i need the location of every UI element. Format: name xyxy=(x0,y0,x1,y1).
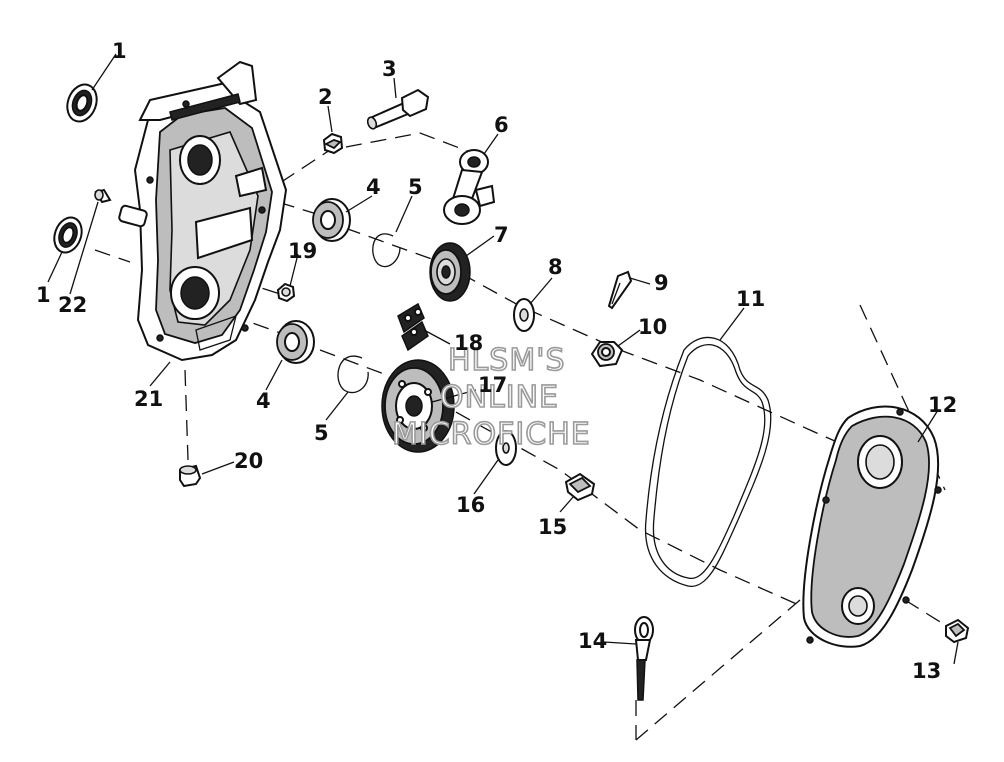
watermark-line-2: ONLINE xyxy=(440,380,559,415)
callout-4-lower: 4 xyxy=(256,389,271,413)
drive-chain-18 xyxy=(397,302,429,352)
callout-2: 2 xyxy=(318,85,333,109)
bearing-upper xyxy=(312,198,351,242)
plug-20 xyxy=(179,464,202,488)
callout-1-upper: 1 xyxy=(112,39,127,63)
callout-5-lower: 5 xyxy=(314,421,329,445)
dipstick-14 xyxy=(634,616,654,701)
watermark-line-1: HLSM'S xyxy=(448,343,566,378)
callout-1-lower: 1 xyxy=(36,283,51,307)
dowel-pin xyxy=(94,188,112,204)
gearcase-housing xyxy=(118,60,288,362)
callout-7: 7 xyxy=(494,223,509,247)
callout-6: 6 xyxy=(494,113,509,137)
oil-seal-lower xyxy=(53,216,83,254)
washer-16 xyxy=(495,430,517,466)
large-gear-17 xyxy=(381,359,455,453)
callout-10: 10 xyxy=(638,315,667,339)
callout-numbers: 1 1 2 3 4 4 5 5 6 7 8 9 10 11 12 13 14 1… xyxy=(36,39,957,683)
chain-case-cover-12 xyxy=(802,405,942,648)
callout-20: 20 xyxy=(234,449,263,473)
hex-nut-2 xyxy=(322,132,344,155)
drive-sprocket-7 xyxy=(429,242,471,302)
bolt-3 xyxy=(366,88,430,130)
callout-17: 17 xyxy=(478,373,507,397)
gasket-11 xyxy=(644,336,772,587)
callout-15: 15 xyxy=(538,515,567,539)
callout-16: 16 xyxy=(456,493,485,517)
callout-9: 9 xyxy=(654,271,669,295)
bolt-15 xyxy=(564,472,596,502)
oil-seal-upper xyxy=(66,83,98,123)
callout-4-upper: 4 xyxy=(366,175,381,199)
callout-14: 14 xyxy=(578,629,607,653)
link-arm-6 xyxy=(443,149,496,225)
callout-13: 13 xyxy=(912,659,941,683)
callout-18: 18 xyxy=(454,331,483,355)
screw-13 xyxy=(945,618,970,644)
callout-3: 3 xyxy=(382,57,397,81)
hex-nut-19 xyxy=(276,282,296,303)
callout-22: 22 xyxy=(58,293,87,317)
snap-ring-upper xyxy=(372,233,401,268)
callout-21: 21 xyxy=(134,387,163,411)
callout-11: 11 xyxy=(736,287,765,311)
cotter-pin-9 xyxy=(607,270,633,310)
callout-12: 12 xyxy=(928,393,957,417)
bearing-lower xyxy=(276,320,315,364)
leader-lines xyxy=(47,53,959,665)
callout-19: 19 xyxy=(288,239,317,263)
callout-5-upper: 5 xyxy=(408,175,423,199)
watermark: HLSM'S ONLINE MICROFICHE xyxy=(391,342,591,453)
watermark-line-3: MICROFICHE xyxy=(392,417,591,452)
castle-nut-10 xyxy=(590,341,624,368)
washer-8 xyxy=(513,298,535,332)
callout-8: 8 xyxy=(548,255,563,279)
snap-ring-lower xyxy=(337,355,369,394)
